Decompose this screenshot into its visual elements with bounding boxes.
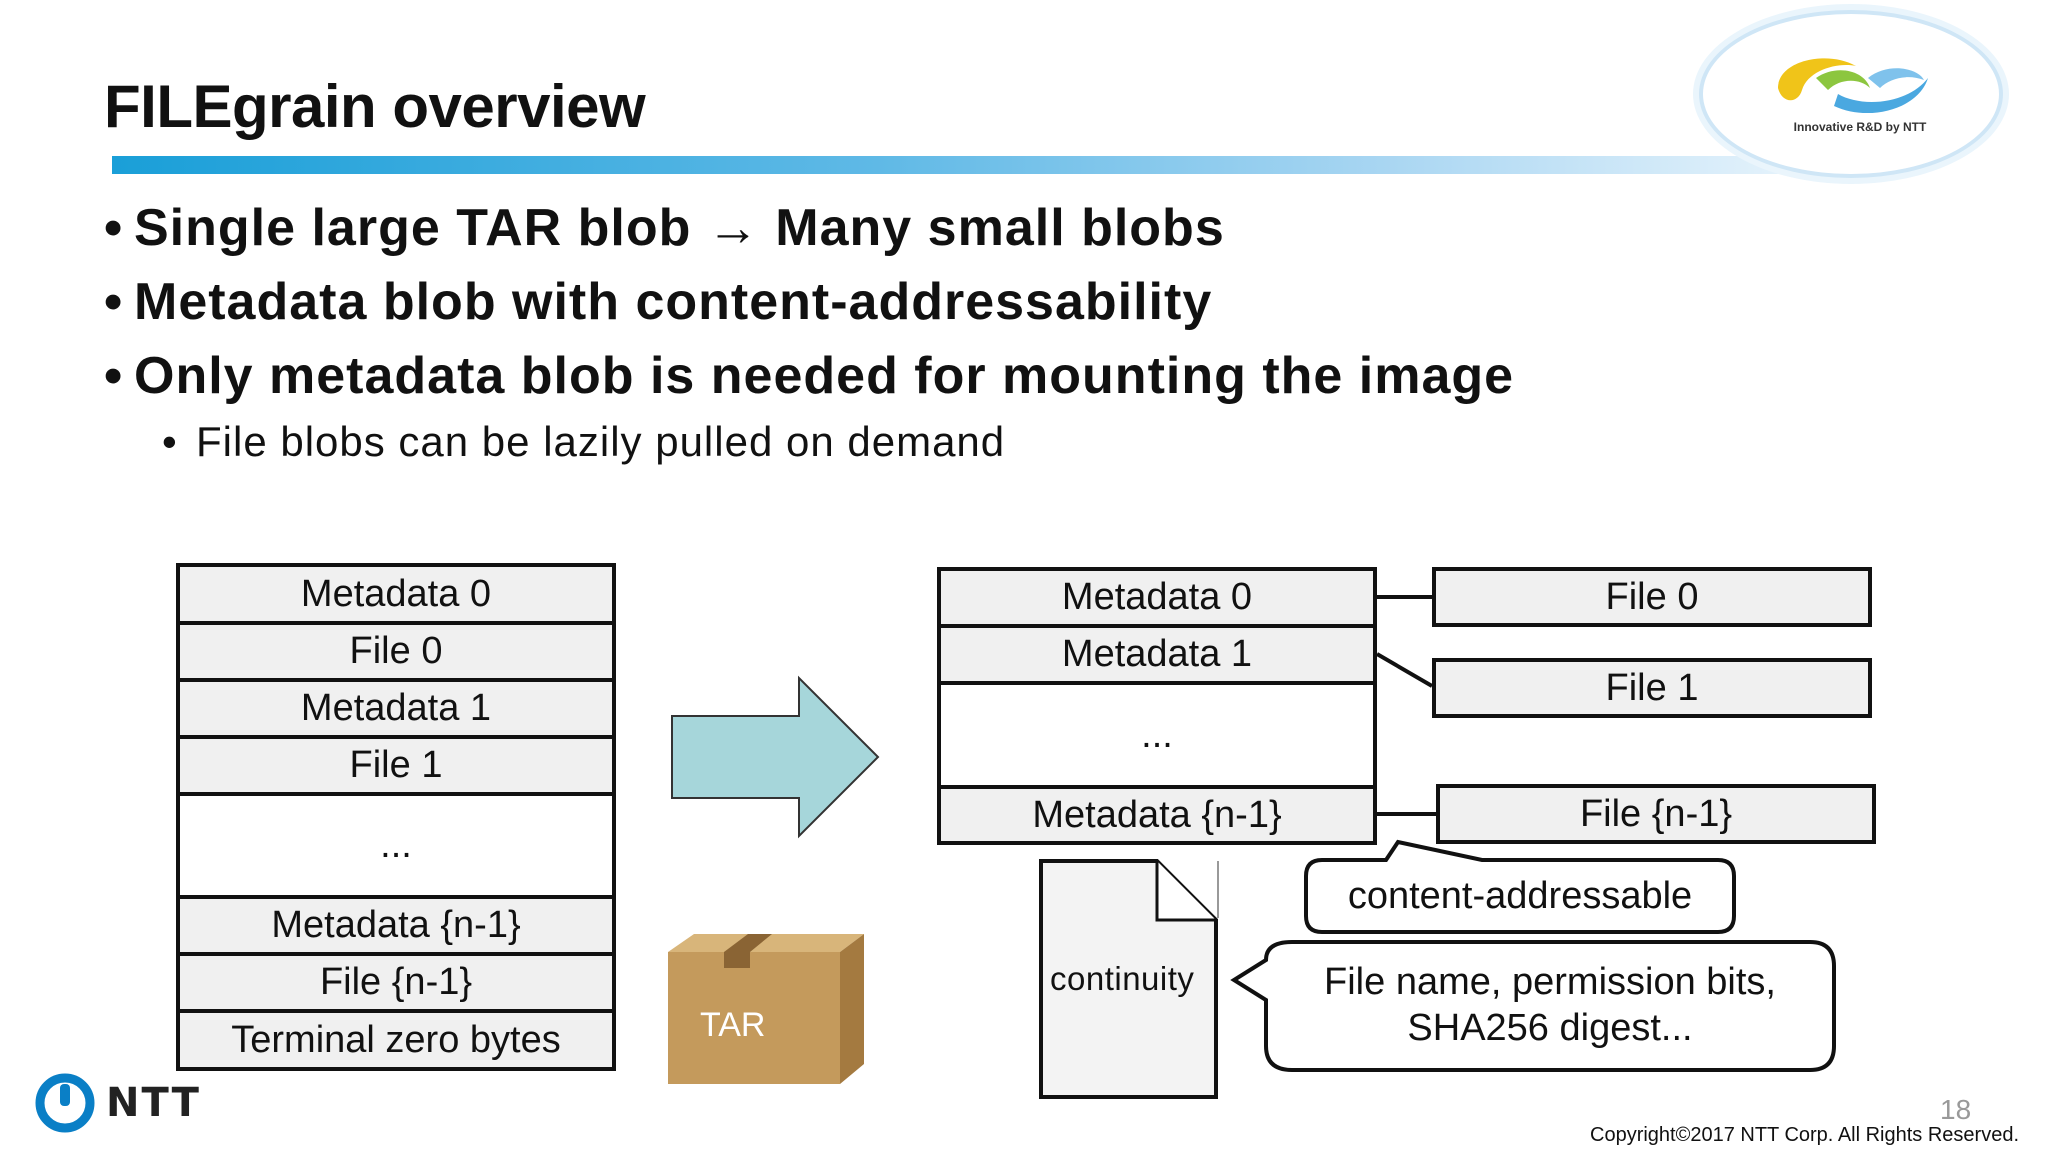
bullet-3-text: Only metadata blob is needed for mountin…: [134, 347, 1515, 405]
bullet-1-text: Single large TAR blob → Many small blobs: [134, 199, 1225, 257]
tar-cell-file-n-1: File {n-1}: [180, 956, 612, 1013]
logo-oval: [1703, 14, 1999, 174]
meta-cell-ellipsis: ...: [941, 685, 1373, 789]
meta-cell-metadata-1: Metadata 1: [941, 628, 1373, 685]
bullet-2: •Metadata blob with content-addressabili…: [104, 273, 1213, 331]
bullet-1: •Single large TAR blob → Many small blob…: [104, 199, 1225, 257]
tar-cell-metadata-1: Metadata 1: [180, 682, 612, 739]
tar-blob-stack: Metadata 0 File 0 Metadata 1 File 1 ... …: [176, 563, 616, 1071]
sub-bullet-1-text: File blobs can be lazily pulled on deman…: [196, 418, 1006, 465]
tar-cell-terminal-zero-bytes: Terminal zero bytes: [180, 1013, 612, 1067]
continuity-label: continuity: [1050, 960, 1195, 997]
logo-caption: Innovative R&D by NTT: [1793, 120, 1927, 134]
title-underline-bar: [112, 156, 1812, 174]
content-addressable-label: content-addressable: [1347, 875, 1693, 917]
ntt-logo-icon: [35, 1073, 95, 1133]
bullet-2-text: Metadata blob with content-addressabilit…: [134, 273, 1213, 331]
page-number: 18: [1940, 1094, 1972, 1125]
bullet-3: •Only metadata blob is needed for mounti…: [104, 347, 1515, 405]
metadata-info-line-2: SHA256 digest...: [1407, 1007, 1693, 1049]
metadata-info-line-1: File name, permission bits,: [1324, 961, 1776, 1003]
file-blob-0: File 0: [1432, 567, 1872, 627]
conversion-arrow-icon: [671, 675, 880, 839]
slide-title: FILEgrain overview: [104, 73, 646, 140]
metadata-blob-stack: Metadata 0 Metadata 1 ... Metadata {n-1}: [937, 567, 1377, 845]
copyright-notice: Copyright©2017 NTT Corp. All Rights Rese…: [1590, 1124, 2019, 1146]
tar-cell-file-0: File 0: [180, 625, 612, 682]
meta-cell-metadata-n-1: Metadata {n-1}: [941, 789, 1373, 841]
continuity-document-fold: [1155, 861, 1216, 922]
ntt-brand-name: NTT: [106, 1080, 201, 1126]
metadata-info-callout: [1230, 940, 1836, 1072]
tar-cell-metadata-0: Metadata 0: [180, 567, 612, 625]
tar-cell-metadata-n-1: Metadata {n-1}: [180, 899, 612, 956]
meta-cell-metadata-0: Metadata 0: [941, 571, 1373, 628]
content-addressable-callout: [1304, 839, 1736, 934]
tar-cell-file-1: File 1: [180, 739, 612, 796]
tar-box-icon: [668, 934, 864, 1084]
tar-box-label: TAR: [700, 1006, 766, 1044]
connector-metadata-1-file-1: [1375, 652, 1434, 688]
file-blob-1: File 1: [1432, 658, 1872, 718]
tar-cell-ellipsis: ...: [180, 796, 612, 899]
innovative-logo-icon: [1778, 58, 1928, 114]
sub-bullet-1: •File blobs can be lazily pulled on dema…: [162, 418, 1006, 465]
file-blob-n-1: File {n-1}: [1436, 784, 1876, 844]
